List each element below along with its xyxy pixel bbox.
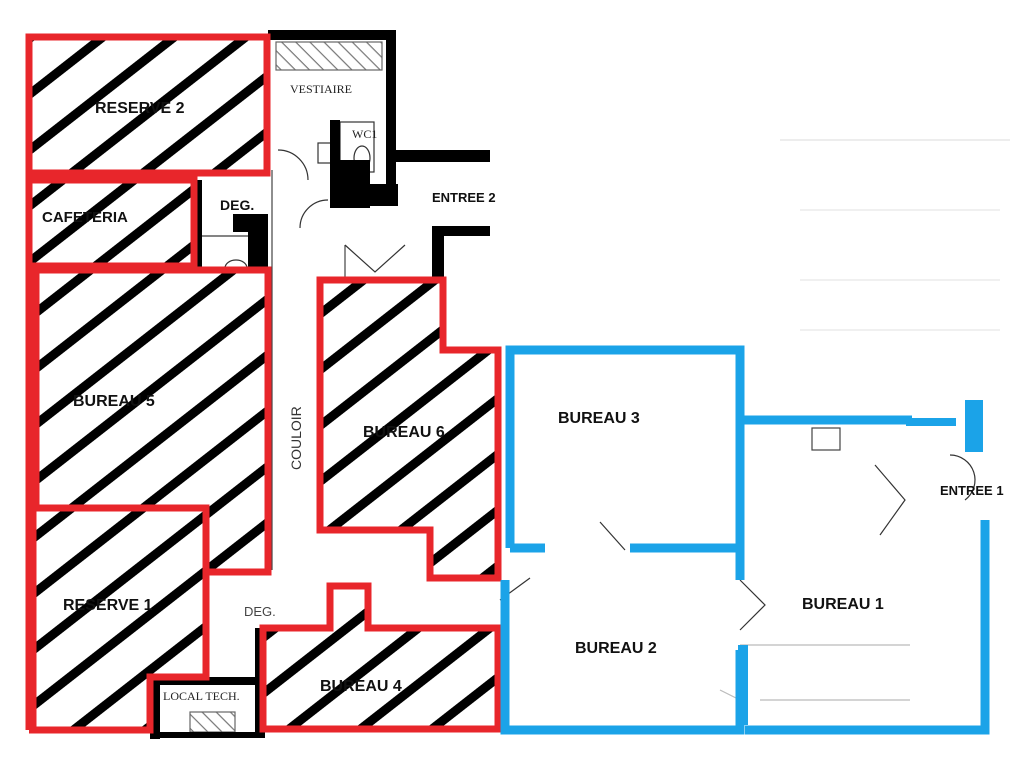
room-bureau-6 (316, 276, 502, 582)
label-bureau-6: BUREAU 6 (363, 424, 445, 441)
room-reserve-2 (25, 33, 271, 177)
label-entree-2: ENTREE 2 (432, 190, 496, 205)
label-vestiaire: VESTIAIRE (290, 82, 352, 96)
occupied-rooms (25, 33, 502, 734)
label-bureau-2: BUREAU 2 (575, 640, 657, 657)
room-bureau-3 (505, 345, 745, 553)
label-deg-bottom: DEG. (244, 604, 276, 619)
room-cafeteria (25, 176, 198, 270)
room-labels: RESERVE 2 VESTIAIRE WC1 DEG. ENTREE 2 CA… (42, 82, 1004, 703)
room-bureau-1 (735, 415, 912, 580)
label-cafeteria: CAFETERIA (42, 209, 128, 226)
label-reserve-1: RESERVE 1 (63, 597, 153, 614)
label-bureau-1: BUREAU 1 (802, 596, 884, 613)
label-bureau-3: BUREAU 3 (558, 410, 640, 427)
label-bureau-5: BUREAU 5 (73, 393, 155, 410)
free-rooms (500, 345, 990, 735)
label-deg-top: DEG. (220, 197, 254, 213)
plan-thin-lines (40, 41, 1010, 733)
label-reserve-2: RESERVE 2 (95, 100, 185, 117)
label-bureau-4: BUREAU 4 (320, 678, 402, 695)
room-bureau-4 (259, 582, 502, 733)
label-couloir: COULOIR (288, 406, 304, 470)
label-entree-1: ENTREE 1 (940, 483, 1004, 498)
label-local-tech: LOCAL TECH. (163, 689, 240, 703)
label-wc1: WC1 (352, 127, 377, 141)
